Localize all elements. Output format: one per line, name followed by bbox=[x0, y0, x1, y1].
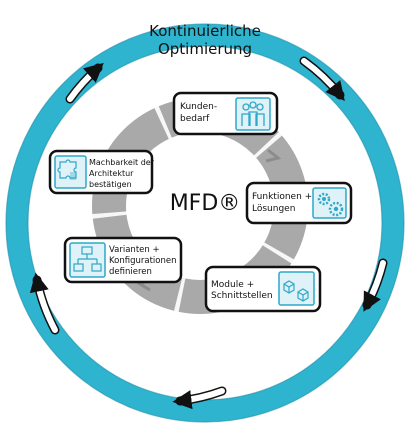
ring-arrow-top-right bbox=[299, 56, 345, 101]
ring-arrows bbox=[29, 56, 388, 410]
step-label-line1: Kunden- bbox=[180, 102, 217, 112]
step-card-module[interactable]: Module + Schnittstellen bbox=[204, 265, 322, 313]
step-label-line1: Varianten + bbox=[109, 245, 160, 255]
step-label-line1: Funktionen + bbox=[252, 192, 312, 202]
step-card-kundenbedarf[interactable]: Kunden- bedarf bbox=[172, 91, 279, 136]
step-label-line2: Konfigurationen bbox=[109, 256, 176, 266]
step-label-line1: Module + bbox=[211, 280, 254, 290]
step-card-varianten[interactable]: Varianten + Konfigurationen definieren bbox=[63, 236, 183, 284]
people-icon bbox=[235, 97, 271, 131]
hierarchy-icon bbox=[69, 242, 106, 278]
step-label-line2: Schnittstellen bbox=[211, 291, 273, 301]
step-card-machbarkeit[interactable]: Machbarkeit der Architektur bestätigen bbox=[48, 149, 155, 195]
ring-arrow-left bbox=[29, 272, 60, 335]
ring-title-line1: Kontinuierliche bbox=[149, 22, 261, 40]
step-label-line3: definieren bbox=[109, 267, 152, 277]
step-card-funktionen[interactable]: Funktionen + Lösungen bbox=[245, 181, 353, 225]
step-label-line2: Lösungen bbox=[252, 204, 295, 214]
step-label-line3: bestätigen bbox=[89, 180, 132, 189]
step-label-line2: Architektur bbox=[89, 169, 134, 178]
cubes-icon bbox=[278, 271, 315, 306]
outer-optimization-ring bbox=[6, 24, 404, 422]
gears-icon bbox=[312, 187, 347, 219]
ring-arrow-right bbox=[362, 258, 388, 312]
ring-title-line2: Optimierung bbox=[158, 40, 252, 58]
step-label-line2: bedarf bbox=[180, 114, 210, 124]
step-label-line1: Machbarkeit der bbox=[89, 158, 155, 167]
puzzle-icon bbox=[54, 155, 87, 189]
ring-arrow-top-left bbox=[65, 62, 104, 104]
ring-arrow-bottom bbox=[172, 386, 227, 410]
center-label: MFD® bbox=[170, 191, 241, 216]
